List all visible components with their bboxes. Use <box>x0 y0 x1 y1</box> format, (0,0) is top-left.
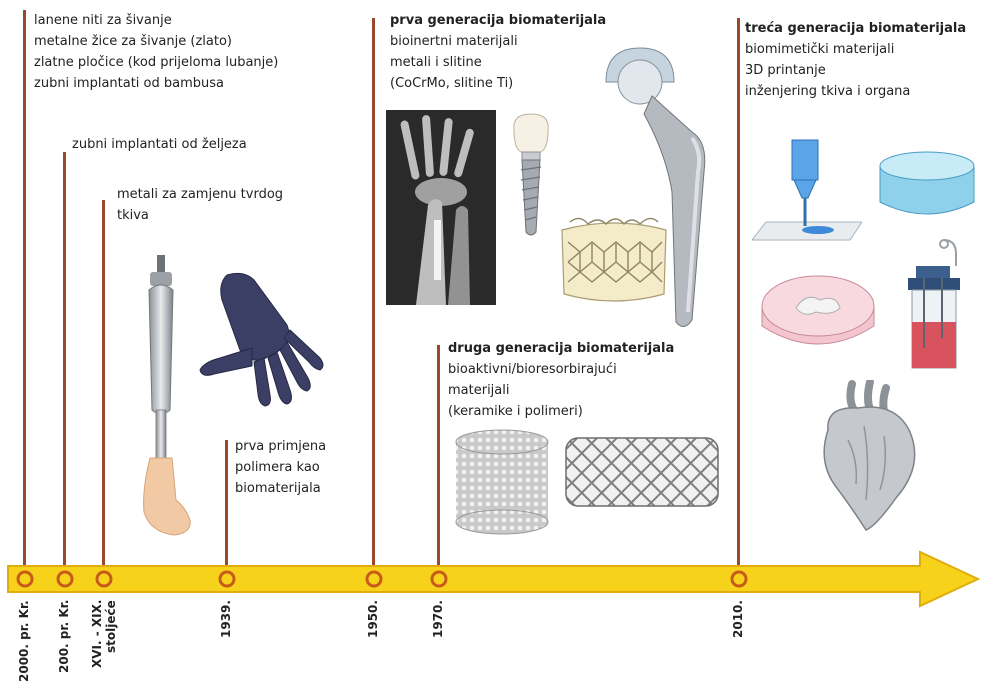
timeline-arrow-body <box>8 552 978 606</box>
timeline-date-label: stoljeće <box>104 600 118 653</box>
timeline-date-label: 2010. <box>731 600 745 638</box>
timeline-marker <box>220 572 234 586</box>
timeline-date-label: 200. pr. Kr. <box>57 600 71 673</box>
timeline-marker <box>367 572 381 586</box>
timeline-date-label: 1939. <box>219 600 233 638</box>
timeline-marker <box>58 572 72 586</box>
timeline-date-label: 1970. <box>431 600 445 638</box>
timeline-date-label: 1950. <box>366 600 380 638</box>
timeline-date-label: XVI. - XIX. <box>90 600 104 668</box>
timeline-marker <box>97 572 111 586</box>
timeline-marker <box>18 572 32 586</box>
timeline-marker <box>432 572 446 586</box>
timeline-marker <box>732 572 746 586</box>
timeline-date-label: 2000. pr. Kr. <box>17 600 31 682</box>
